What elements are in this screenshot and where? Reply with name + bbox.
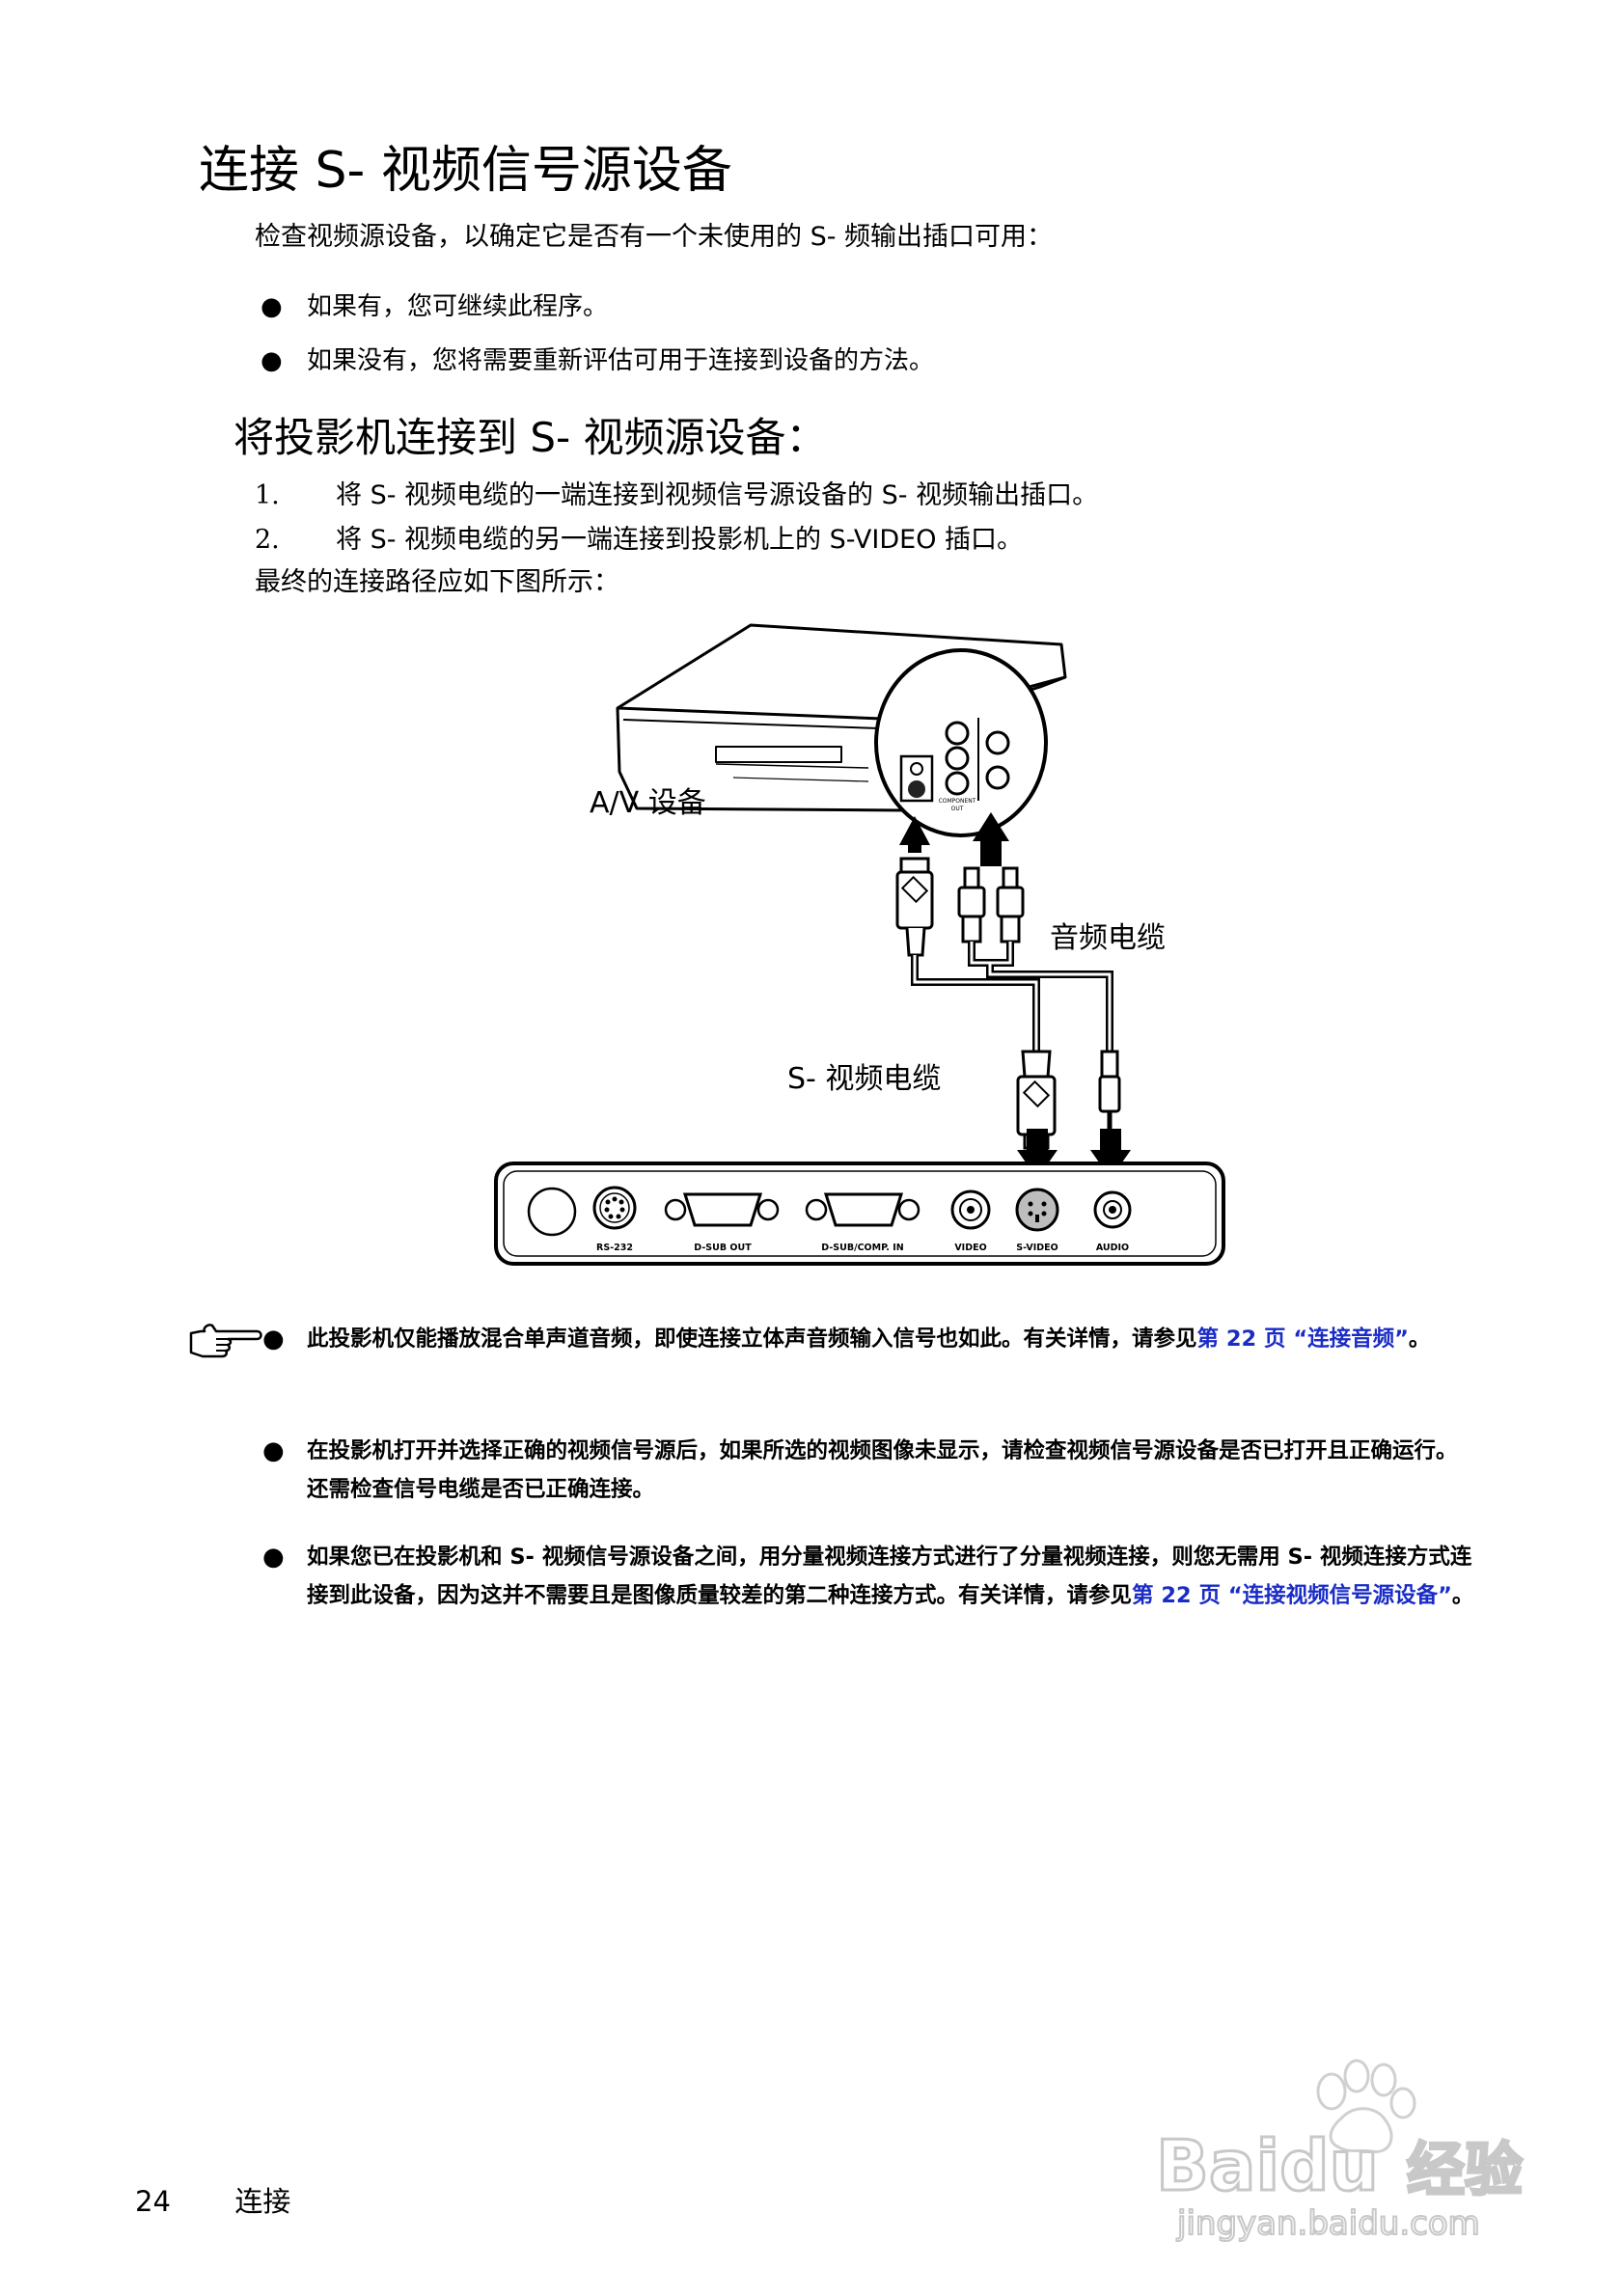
panel-label-component: COMPONENT [939,798,976,805]
page-number: 24 [135,2185,171,2218]
connection-diagram: COMPONENT OUT [494,623,1225,1266]
projector-panel [494,1162,1225,1266]
note-text: 此投影机仅能播放混合单声道音频，即使连接立体声音频输入信号也如此。有关详情，请参… [307,1326,1197,1352]
port-label-audio: AUDIO [1096,1243,1129,1253]
note-item: ● 在投影机打开并选择正确的视频信号源后，如果所选的视频图像未显示，请检查视频信… [262,1432,1474,1509]
intro-paragraph: 检查视频源设备，以确定它是否有一个未使用的 S- 频输出插口可用： [255,222,1054,252]
pointing-hand-icon [189,1324,262,1358]
note-text: 如果您已在投影机和 S- 视频信号源设备之间，用分量视频连接方式进行了分量视频连… [307,1544,1472,1608]
watermark-url: jingyan.baidu.com [1176,2204,1480,2243]
audio-cable-label: 音频电缆 [1050,921,1166,955]
bullet-icon: ● [262,1325,285,1353]
note-item: ● 此投影机仅能播放混合单声道音频，即使连接立体声音频输入信号也如此。有关详情，… [262,1320,1474,1358]
note-text: 在投影机打开并选择正确的视频信号源后，如果所选的视频图像未显示，请检查视频信号源… [307,1438,1458,1502]
svideo-cable [895,857,1057,1150]
bullet-icon: ● [262,1543,285,1572]
port-label-dsub-comp-in: D-SUB/COMP. IN [821,1243,903,1253]
bullet-text: 如果没有，您将需要重新评估可用于连接到设备的方法。 [307,346,935,375]
bullet-icon: ● [262,1436,285,1465]
footer-section: 连接 [234,2185,291,2218]
bullet-text: 如果有，您可继续此程序。 [307,292,609,321]
step-item: 2. 将 S- 视频电缆的另一端连接到投影机上的 S-VIDEO 插口。 [255,521,1024,560]
bullet-icon: ● [261,292,283,321]
port-label-dsub-out: D-SUB OUT [694,1243,752,1253]
page-footer: 24 连接 [135,2182,290,2221]
step-item: 1. 将 S- 视频电缆的一端连接到视频信号源设备的 S- 视频输出插口。 [255,477,1099,515]
arrow-up-audio [973,812,1009,866]
panel-label-out: OUT [951,806,964,812]
list-item: ● 如果有，您可继续此程序。 [261,287,609,326]
watermark-suffix: 经验 [1407,2137,1523,2204]
svideo-cable-label: S- 视频电缆 [787,1062,941,1096]
av-device-label: A/V 设备 [590,786,706,820]
section-subtitle: 将投影机连接到 S- 视频源设备： [234,414,827,461]
port-label-video: VIDEO [954,1243,986,1253]
list-item: ● 如果没有，您将需要重新评估可用于连接到设备的方法。 [261,342,935,380]
av-panel-zoom: COMPONENT OUT [874,648,1048,837]
note-tail: 。 [1408,1326,1431,1352]
watermark-brand: Baidu [1156,2125,1379,2206]
bullet-icon: ● [261,346,283,375]
port-label-svideo: S-VIDEO [1016,1243,1058,1253]
arrow-up-svideo [899,816,930,853]
step-number: 2. [255,525,280,555]
diagram-caption: 最终的连接路径应如下图所示： [255,567,619,597]
page-title: 连接 S- 视频信号源设备 [199,142,732,200]
page-link[interactable]: 第 22 页 “连接音频” [1196,1326,1409,1352]
step-number: 1. [255,480,280,510]
step-text: 将 S- 视频电缆的另一端连接到投影机上的 S-VIDEO 插口。 [336,525,1024,555]
baidu-watermark: Baidu 经验 jingyan.baidu.com [1155,2059,1525,2244]
note-item: ● 如果您已在投影机和 S- 视频信号源设备之间，用分量视频连接方式进行了分量视… [262,1538,1474,1615]
step-text: 将 S- 视频电缆的一端连接到视频信号源设备的 S- 视频输出插口。 [336,480,1099,510]
note-tail: 。 [1451,1583,1474,1608]
port-label-rs232: RS-232 [596,1243,633,1253]
audio-cable [957,866,1121,1140]
page-link[interactable]: 第 22 页 “连接视频信号源设备” [1132,1583,1452,1608]
